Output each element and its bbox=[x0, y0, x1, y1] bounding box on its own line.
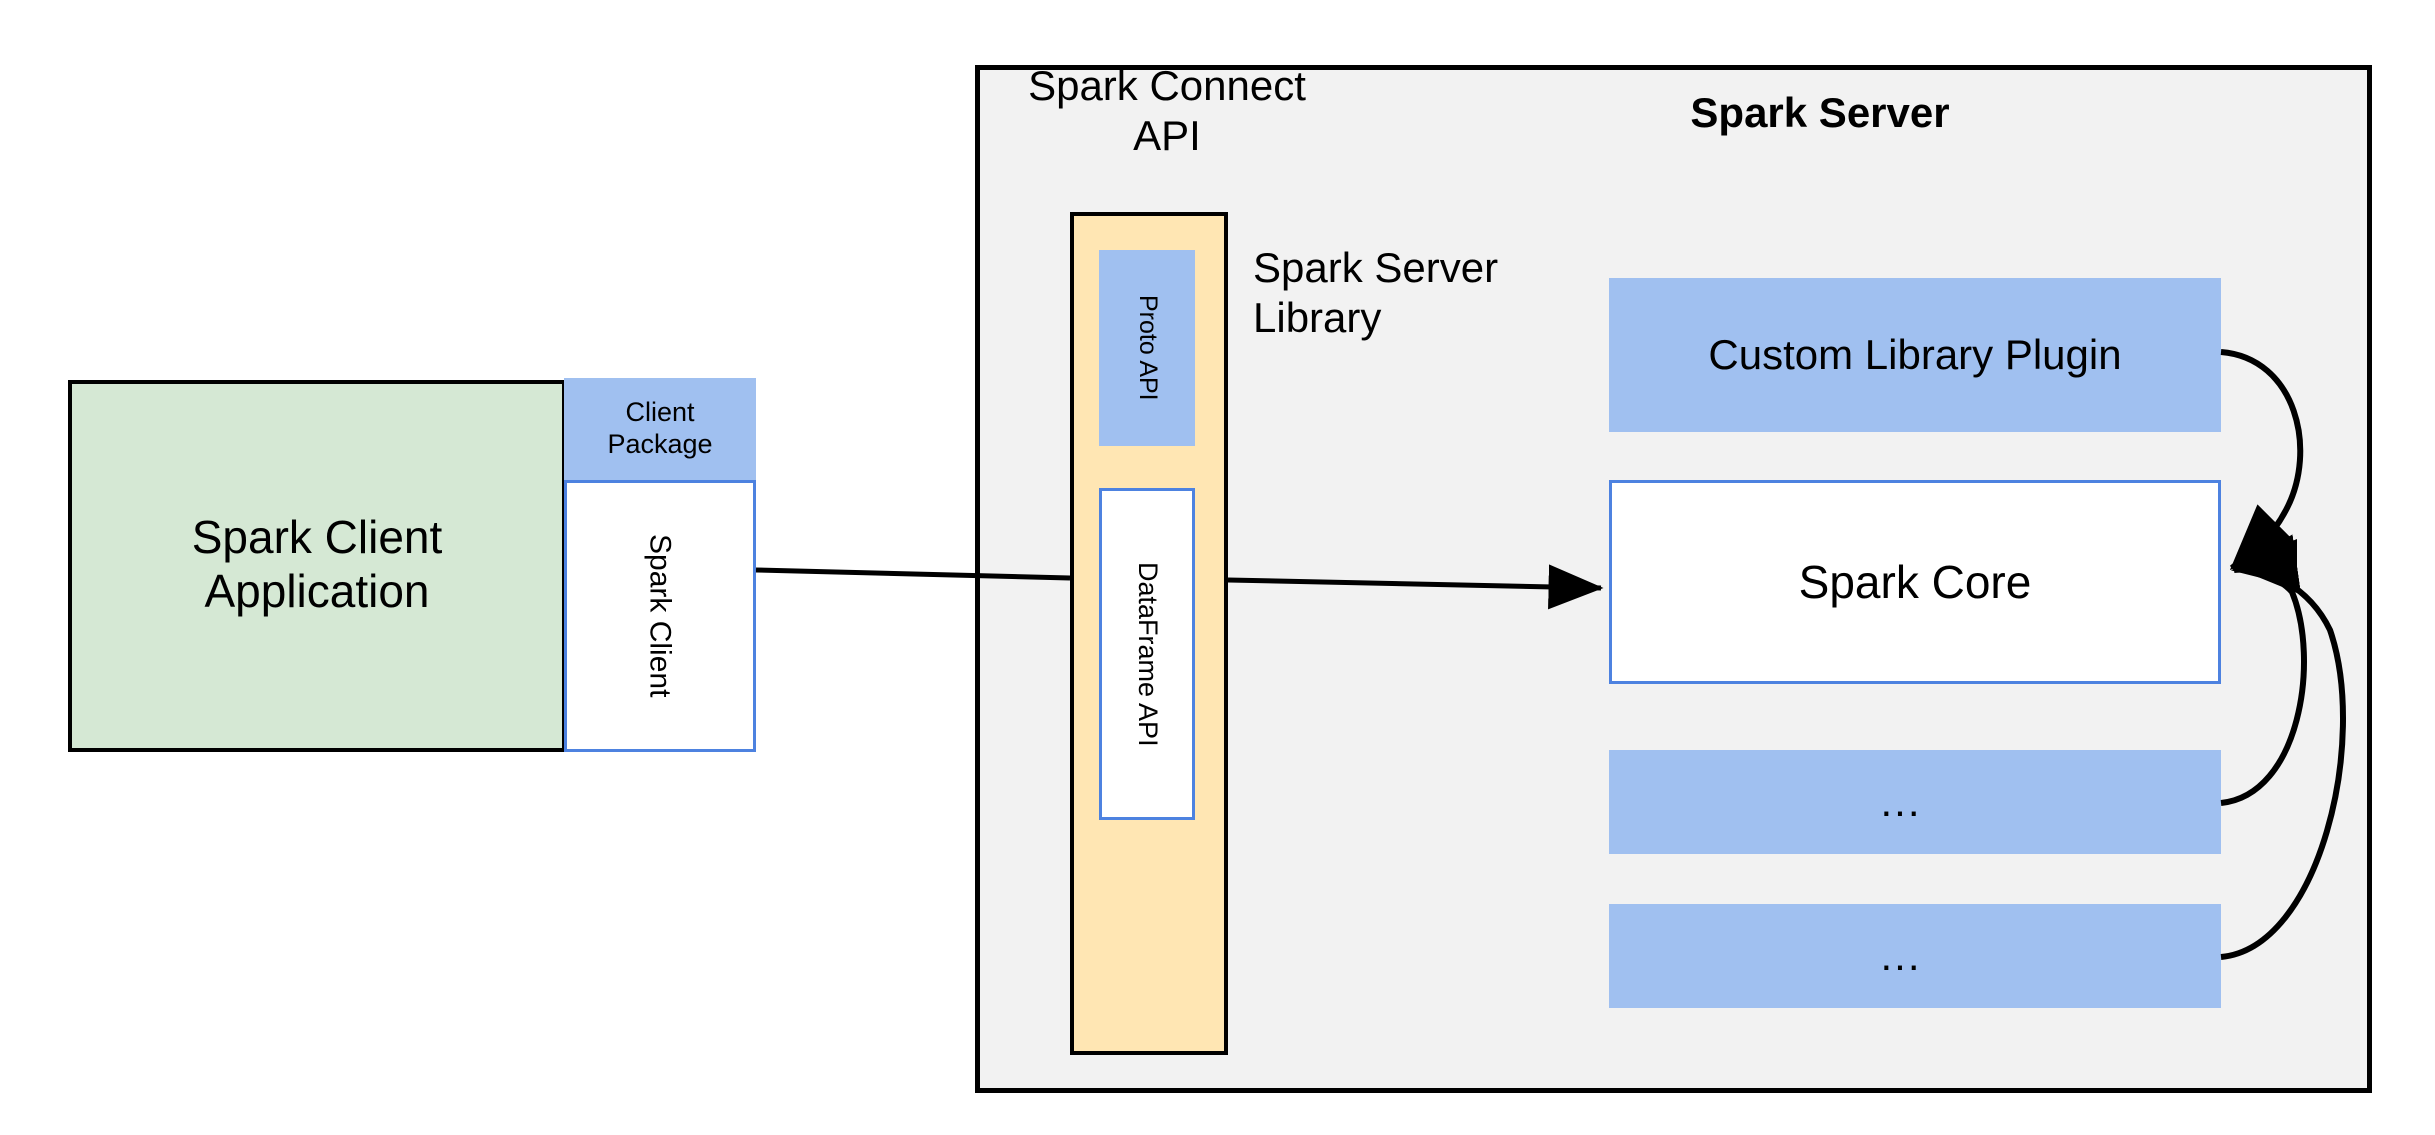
dataframe-api-label: DataFrame API bbox=[1132, 561, 1163, 747]
spark-client-label: Spark Client bbox=[643, 534, 677, 698]
spark-server-library-label-line1: Spark Server bbox=[1253, 244, 1499, 292]
client-package-label-line2: Package bbox=[607, 429, 713, 459]
server-row-placeholder-1-label: ... bbox=[1880, 778, 1922, 826]
spark-connect-api-label-line1: Spark Connect bbox=[1028, 62, 1306, 110]
spark-client-application-box[interactable]: Spark Client Application bbox=[68, 380, 566, 752]
spark-connect-api-label: Spark Connect API bbox=[1022, 62, 1312, 159]
spark-server-library-label-line2: Library bbox=[1253, 294, 1382, 341]
client-package-box[interactable]: Client Package bbox=[564, 378, 756, 480]
custom-library-plugin-label: Custom Library Plugin bbox=[1708, 331, 2122, 379]
custom-library-plugin-box[interactable]: Custom Library Plugin bbox=[1609, 278, 2221, 432]
spark-client-application-label-line1: Spark Client bbox=[191, 510, 443, 563]
proto-api-label: Proto API bbox=[1133, 295, 1162, 401]
spark-connect-api-label-line2: API bbox=[1133, 112, 1201, 159]
spark-core-label: Spark Core bbox=[1798, 555, 2032, 608]
proto-api-box[interactable]: Proto API bbox=[1099, 250, 1195, 446]
spark-client-box[interactable]: Spark Client bbox=[564, 480, 756, 752]
server-row-placeholder-2-label: ... bbox=[1880, 932, 1922, 980]
spark-server-library-label: Spark Server Library bbox=[1253, 240, 1553, 346]
spark-server-title: Spark Server bbox=[1690, 89, 1950, 137]
server-row-placeholder-1[interactable]: ... bbox=[1609, 750, 2221, 854]
spark-client-application-label-line2: Application bbox=[204, 565, 430, 617]
spark-core-box[interactable]: Spark Core bbox=[1609, 480, 2221, 684]
server-row-placeholder-2[interactable]: ... bbox=[1609, 904, 2221, 1008]
client-package-label-line1: Client bbox=[625, 397, 695, 428]
dataframe-api-box[interactable]: DataFrame API bbox=[1099, 488, 1195, 820]
